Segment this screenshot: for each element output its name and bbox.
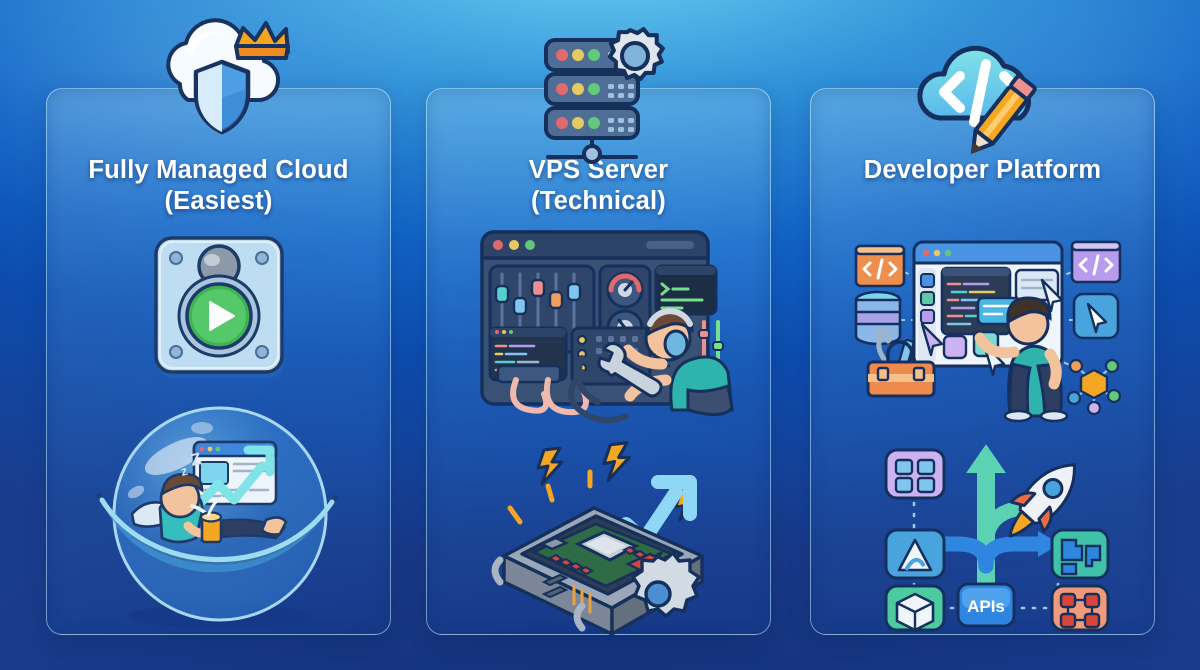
svg-text:Z: Z	[189, 449, 203, 470]
developer-building-on-platform	[842, 232, 1128, 423]
column-title-developer-platform: Developer Platform	[863, 156, 1102, 184]
svg-text:z: z	[179, 463, 189, 479]
cloud-shield-crown-icon	[150, 18, 290, 140]
column-title-fully-managed-cloud: Fully Managed Cloud (Easiest)	[88, 156, 349, 215]
one-click-launch-panel	[148, 232, 298, 392]
server-rack-gear-icon	[532, 24, 668, 164]
technician-tuning-control-panel	[476, 228, 734, 424]
cloud-code-pencil-icon	[912, 28, 1064, 155]
relaxing-in-hammock-bubble: z Z	[84, 404, 356, 636]
apis-node-label: APIs	[967, 597, 1005, 616]
server-hardware-performance	[486, 438, 720, 636]
apis-integration-diagram: APIs	[862, 436, 1110, 632]
column-title-vps-server: VPS Server (Technical)	[528, 156, 669, 215]
